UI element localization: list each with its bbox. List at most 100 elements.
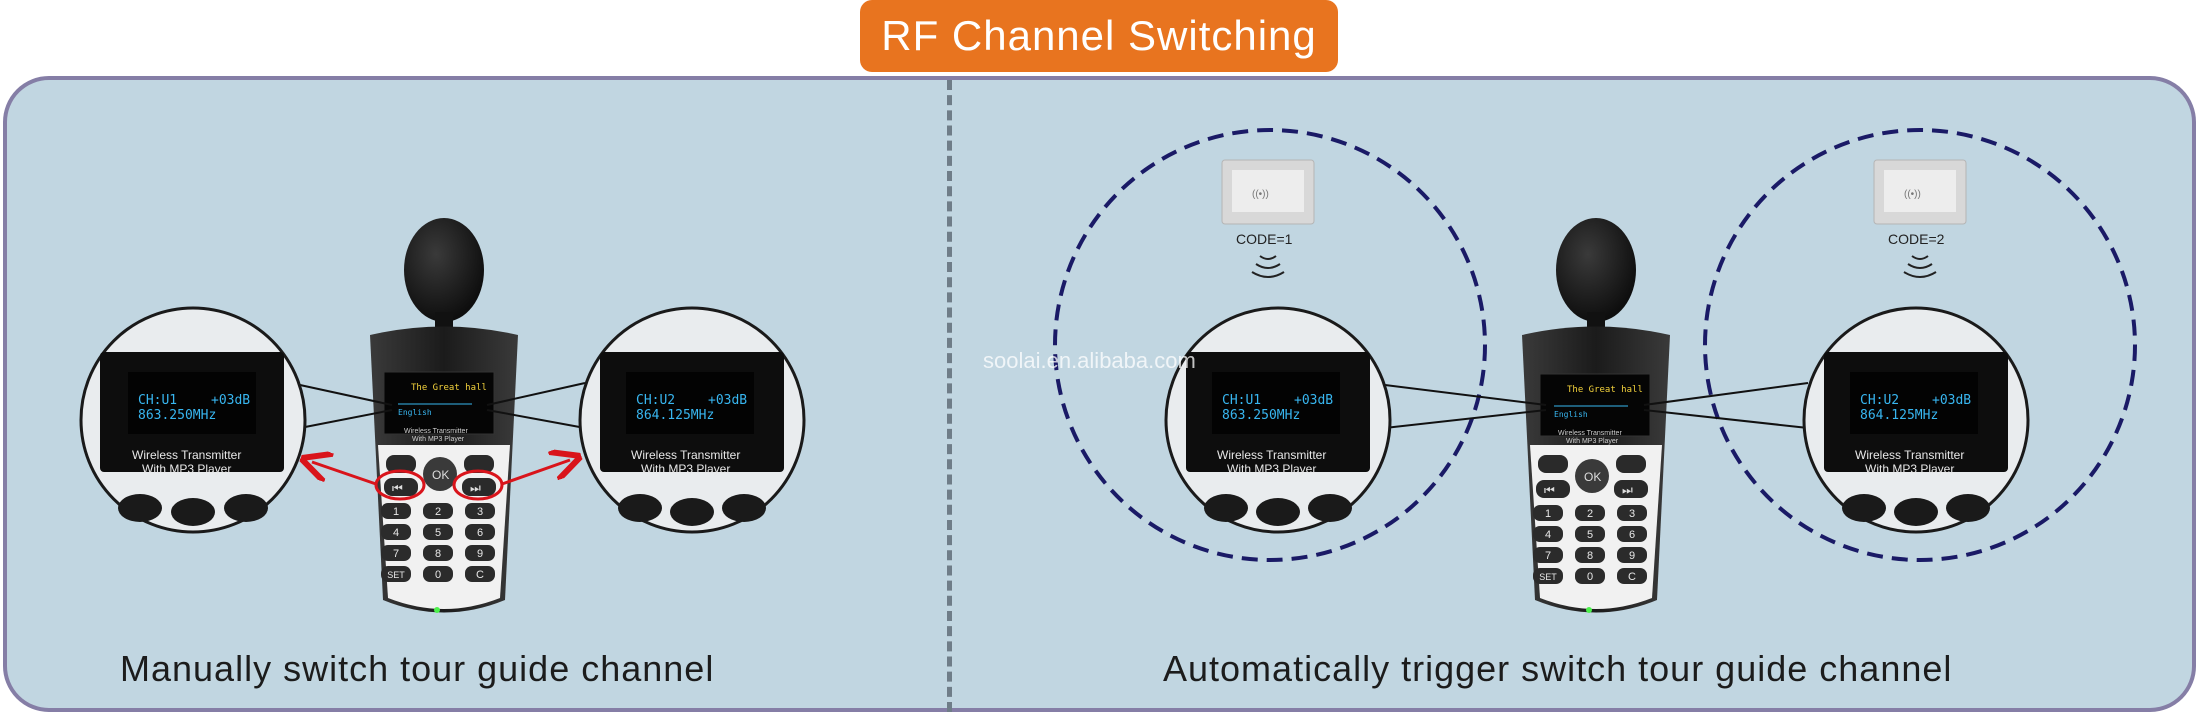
trigger-emitter-code1: ((•)) CODE=1	[1221, 159, 1315, 278]
caption-auto-switch: Automatically trigger switch tour guide …	[1163, 648, 1953, 689]
key-label: 2	[1587, 508, 1593, 520]
transmitter-device-right: The Great hall English Wireless Transmit…	[1522, 218, 1670, 613]
auto-zoom-circle-ch-u1: CH:U1 +03dB 863.250MHz Wireless Transmit…	[1164, 306, 1547, 534]
next-channel-button[interactable]	[1614, 480, 1648, 498]
coverage-zone-code1	[1053, 128, 1487, 562]
zoom-circle-ch-u1: CH:U1 +03dB 863.250MHz Wireless Transmit…	[79, 306, 393, 534]
key-c[interactable]	[1617, 568, 1647, 584]
key-label: C	[1628, 571, 1636, 583]
screen-language-text: English	[1554, 410, 1588, 419]
key-label: 0	[435, 569, 441, 581]
zoom-level-text: +03dB	[1294, 393, 1333, 408]
key-label: 1	[393, 506, 399, 518]
title-badge: RF Channel Switching	[860, 0, 1338, 72]
ok-button[interactable]	[1575, 459, 1609, 493]
next-icon: ⏭	[470, 481, 481, 495]
arrow-to-ch-u1-icon	[312, 462, 377, 486]
prev-highlight	[374, 469, 426, 501]
play-pause-button[interactable]	[1538, 455, 1568, 473]
zoom-label-line2: With MP3 Player	[142, 462, 231, 476]
screen-title-text: The Great hall	[1567, 385, 1643, 395]
microphone-foam-icon	[404, 218, 484, 322]
key-label: 6	[1629, 529, 1635, 541]
key-8[interactable]	[423, 545, 453, 561]
key-label: 4	[1545, 529, 1551, 541]
key-5[interactable]	[423, 524, 453, 540]
zoom-frequency-text: 864.125MHz	[1860, 408, 1938, 423]
mic-button[interactable]	[464, 455, 494, 473]
key-label: 2	[435, 506, 441, 518]
key-2[interactable]	[1575, 505, 1605, 521]
key-1[interactable]	[381, 503, 411, 519]
zoom-label-line2: With MP3 Player	[641, 462, 730, 476]
caption-manual-switch: Manually switch tour guide channel	[120, 648, 715, 689]
device-label-line2: With MP3 Player	[1566, 438, 1619, 445]
ok-label: OK	[432, 468, 449, 482]
screen-language-text: English	[398, 408, 432, 417]
zoom-frequency-text: 864.125MHz	[636, 408, 714, 423]
key-label: C	[476, 569, 484, 581]
rfid-icon: ((•))	[1252, 189, 1269, 200]
key-label: 7	[393, 548, 399, 560]
mic-button[interactable]	[1616, 455, 1646, 473]
prev-channel-button[interactable]	[384, 478, 418, 496]
key-label: 3	[477, 506, 483, 518]
trigger-emitter-code2: ((•)) CODE=2	[1873, 159, 1967, 278]
microphone-foam-icon	[1556, 218, 1636, 322]
key-9[interactable]	[1617, 547, 1647, 563]
key-0[interactable]	[423, 566, 453, 582]
trigger-code-label: CODE=2	[1888, 231, 1945, 247]
key-8[interactable]	[1575, 547, 1605, 563]
key-7[interactable]	[381, 545, 411, 561]
key-5[interactable]	[1575, 526, 1605, 542]
key-label: 5	[435, 527, 441, 539]
zoom-channel-text: CH:U2	[1860, 393, 1899, 408]
zoom-label-line1: Wireless Transmitter	[1855, 448, 1964, 462]
ok-label: OK	[1584, 470, 1601, 484]
coverage-zone-code2	[1703, 128, 2137, 562]
key-7[interactable]	[1533, 547, 1563, 563]
auto-zoom-circle-ch-u2: CH:U2 +03dB 864.125MHz Wireless Transmit…	[1643, 306, 2030, 534]
key-4[interactable]	[1533, 526, 1563, 542]
key-label: 8	[1587, 550, 1593, 562]
page-title: RF Channel Switching	[881, 12, 1317, 59]
key-9[interactable]	[465, 545, 495, 561]
next-channel-button[interactable]	[462, 478, 496, 496]
play-pause-button[interactable]	[386, 455, 416, 473]
key-label: SET	[1539, 572, 1557, 582]
panel-divider	[947, 80, 952, 712]
key-3[interactable]	[1617, 505, 1647, 521]
key-label: 0	[1587, 571, 1593, 583]
next-icon: ⏭	[1622, 483, 1633, 497]
screen-title-text: The Great hall	[411, 383, 487, 393]
key-set[interactable]	[1533, 568, 1563, 584]
power-led	[434, 607, 440, 613]
key-6[interactable]	[465, 524, 495, 540]
device-label-line2: With MP3 Player	[412, 436, 465, 443]
key-3[interactable]	[465, 503, 495, 519]
key-0[interactable]	[1575, 568, 1605, 584]
zoom-channel-text: CH:U2	[636, 393, 675, 408]
zoom-channel-text: CH:U1	[1222, 393, 1261, 408]
zoom-frequency-text: 863.250MHz	[138, 408, 216, 423]
device-screen	[1539, 373, 1651, 437]
zoom-circle-ch-u2: CH:U2 +03dB 864.125MHz Wireless Transmit…	[486, 306, 806, 534]
watermark-text: soolai.en.alibaba.com	[983, 348, 1196, 373]
prev-channel-button[interactable]	[1536, 480, 1570, 498]
zoom-label-line1: Wireless Transmitter	[631, 448, 740, 462]
key-6[interactable]	[1617, 526, 1647, 542]
key-2[interactable]	[423, 503, 453, 519]
key-1[interactable]	[1533, 505, 1563, 521]
key-label: SET	[387, 570, 405, 580]
transmitter-device-left: The Great hall English Wireless Transmit…	[370, 218, 518, 613]
device-label-line1: Wireless Transmitter	[1558, 430, 1622, 437]
zoom-label-line1: Wireless Transmitter	[1217, 448, 1326, 462]
power-led	[1586, 607, 1592, 613]
zoom-label-line2: With MP3 Player	[1227, 462, 1316, 476]
key-c[interactable]	[465, 566, 495, 582]
key-4[interactable]	[381, 524, 411, 540]
ok-button[interactable]	[423, 457, 457, 491]
key-set[interactable]	[381, 566, 411, 582]
key-label: 8	[435, 548, 441, 560]
next-highlight	[452, 469, 504, 501]
